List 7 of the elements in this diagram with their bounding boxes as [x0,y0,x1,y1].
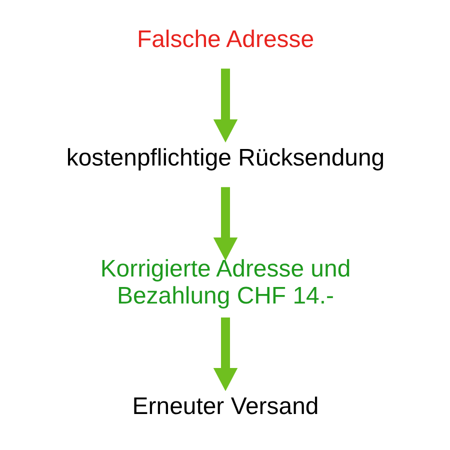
arrow [212,318,238,392]
node-text: Korrigierte Adresse und Bezahlung CHF 14.- [100,255,350,310]
arrow [212,187,238,261]
arrow [212,68,238,142]
node-text: kostenpflichtige Rücksendung [66,144,384,172]
node-text: Erneuter Versand [132,393,318,420]
node-text: Falsche Adresse [136,26,314,54]
